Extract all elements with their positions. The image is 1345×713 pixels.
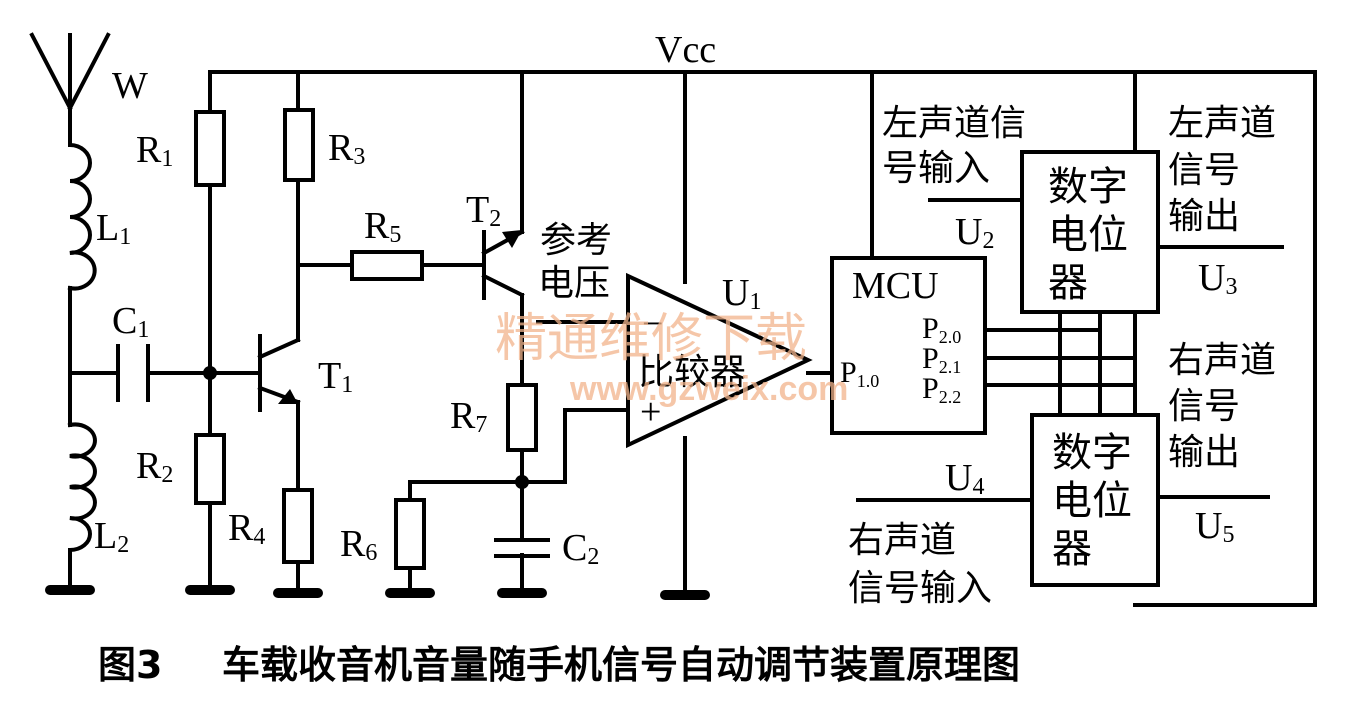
comparator-label: 比较器: [638, 352, 746, 393]
ground-symbol: [45, 585, 95, 595]
r4-label: R4: [228, 507, 265, 550]
capacitor-c2: [494, 538, 550, 558]
ground-symbol: [385, 588, 435, 598]
digipot-bottom-label-3: 器: [1052, 526, 1092, 572]
resistor-r6: [394, 498, 426, 570]
resistor-r4: [282, 488, 314, 564]
r6-label: R6: [340, 523, 377, 566]
reference-voltage-label: 参考: [540, 220, 612, 261]
r7-label: R7: [450, 395, 487, 438]
r2-label: R2: [136, 445, 173, 488]
digipot-top-label-3: 器: [1048, 260, 1088, 306]
figure-caption: 图3 车载收音机音量随手机信号自动调节装置原理图: [98, 643, 1020, 687]
inductor-l2: [67, 422, 97, 553]
c2-label: C2: [562, 527, 599, 570]
digipot-bottom-label-2: 电位: [1052, 478, 1132, 524]
junction-dot: [203, 366, 217, 380]
watermark: 精通维修下载 www.gzweix.com: [495, 309, 848, 408]
t1-label: T1: [318, 355, 353, 398]
u1-label: U1: [722, 272, 761, 315]
labels: W Vcc R1 R2 R3 R4 R5 R6 R7 L1 L2 C1 C2 T…: [94, 29, 1276, 609]
reference-voltage-label-2: 电压: [538, 263, 610, 304]
caption-number: 图3: [98, 643, 162, 687]
junction-dot: [515, 475, 529, 489]
right-input-label-2: 信号输入: [848, 568, 992, 609]
resistor-r2: [194, 433, 226, 505]
digipot-top-label: 数字: [1048, 164, 1128, 210]
pin-p10: P1.0: [840, 356, 879, 391]
pin-p22: P2.2: [922, 372, 961, 407]
mcu-box: [830, 256, 987, 435]
l1-label: L1: [96, 207, 131, 250]
digipot-top-box: [1020, 150, 1160, 314]
comparator-minus: −: [642, 303, 663, 345]
r3-label: R3: [328, 127, 365, 170]
digipot-top-label-2: 电位: [1048, 212, 1128, 258]
resistor-r1: [194, 110, 226, 187]
left-output-label-2: 信号: [1168, 150, 1240, 191]
pin-p21: P2.1: [922, 342, 961, 377]
left-input-label: 左声道信: [882, 103, 1026, 144]
caption-title: 车载收音机音量随手机信号自动调节装置原理图: [222, 643, 1020, 687]
right-output-label-3: 输出: [1168, 432, 1240, 473]
ground-symbol: [660, 590, 710, 600]
pin-p20: P2.0: [922, 312, 961, 347]
left-input-label-2: 号输入: [882, 148, 990, 189]
transistor-t2: [481, 229, 525, 300]
t2-label: T2: [466, 189, 501, 232]
right-input-label: 右声道: [848, 520, 956, 561]
comparator-u1: [626, 272, 813, 449]
ground-symbol: [185, 585, 235, 595]
digipot-bottom-label: 数字: [1052, 430, 1132, 476]
u3-label: U3: [1198, 257, 1237, 300]
right-output-label-2: 信号: [1168, 386, 1240, 427]
resistor-r7: [506, 383, 538, 452]
vcc-label: Vcc: [655, 29, 716, 71]
inductor-l1: [67, 142, 97, 291]
left-output-label-3: 输出: [1168, 196, 1240, 237]
u5-label: U5: [1195, 505, 1234, 548]
right-output-label: 右声道: [1168, 340, 1276, 381]
ground-symbol: [273, 588, 323, 598]
components: [45, 108, 1160, 600]
r5-label: R5: [364, 205, 401, 248]
left-output-label: 左声道: [1168, 103, 1276, 144]
u4-label: U4: [945, 457, 984, 500]
resistor-r3: [283, 108, 315, 182]
l2-label: L2: [94, 515, 129, 558]
watermark-url: www.gzweix.com: [569, 370, 848, 408]
ground-symbol: [497, 588, 547, 598]
transistor-t1: [257, 334, 301, 412]
resistor-r5: [350, 250, 424, 281]
wires: [29, 32, 1317, 607]
digipot-bottom-box: [1030, 413, 1160, 587]
r1-label: R1: [136, 129, 173, 172]
watermark-text: 精通维修下载: [495, 309, 807, 369]
capacitor-c1: [116, 344, 150, 402]
comparator-plus: +: [640, 391, 661, 433]
antenna-label: W: [112, 65, 148, 107]
c1-label: C1: [112, 300, 149, 343]
mcu-title: MCU: [852, 265, 939, 307]
u2-label: U2: [955, 211, 994, 254]
